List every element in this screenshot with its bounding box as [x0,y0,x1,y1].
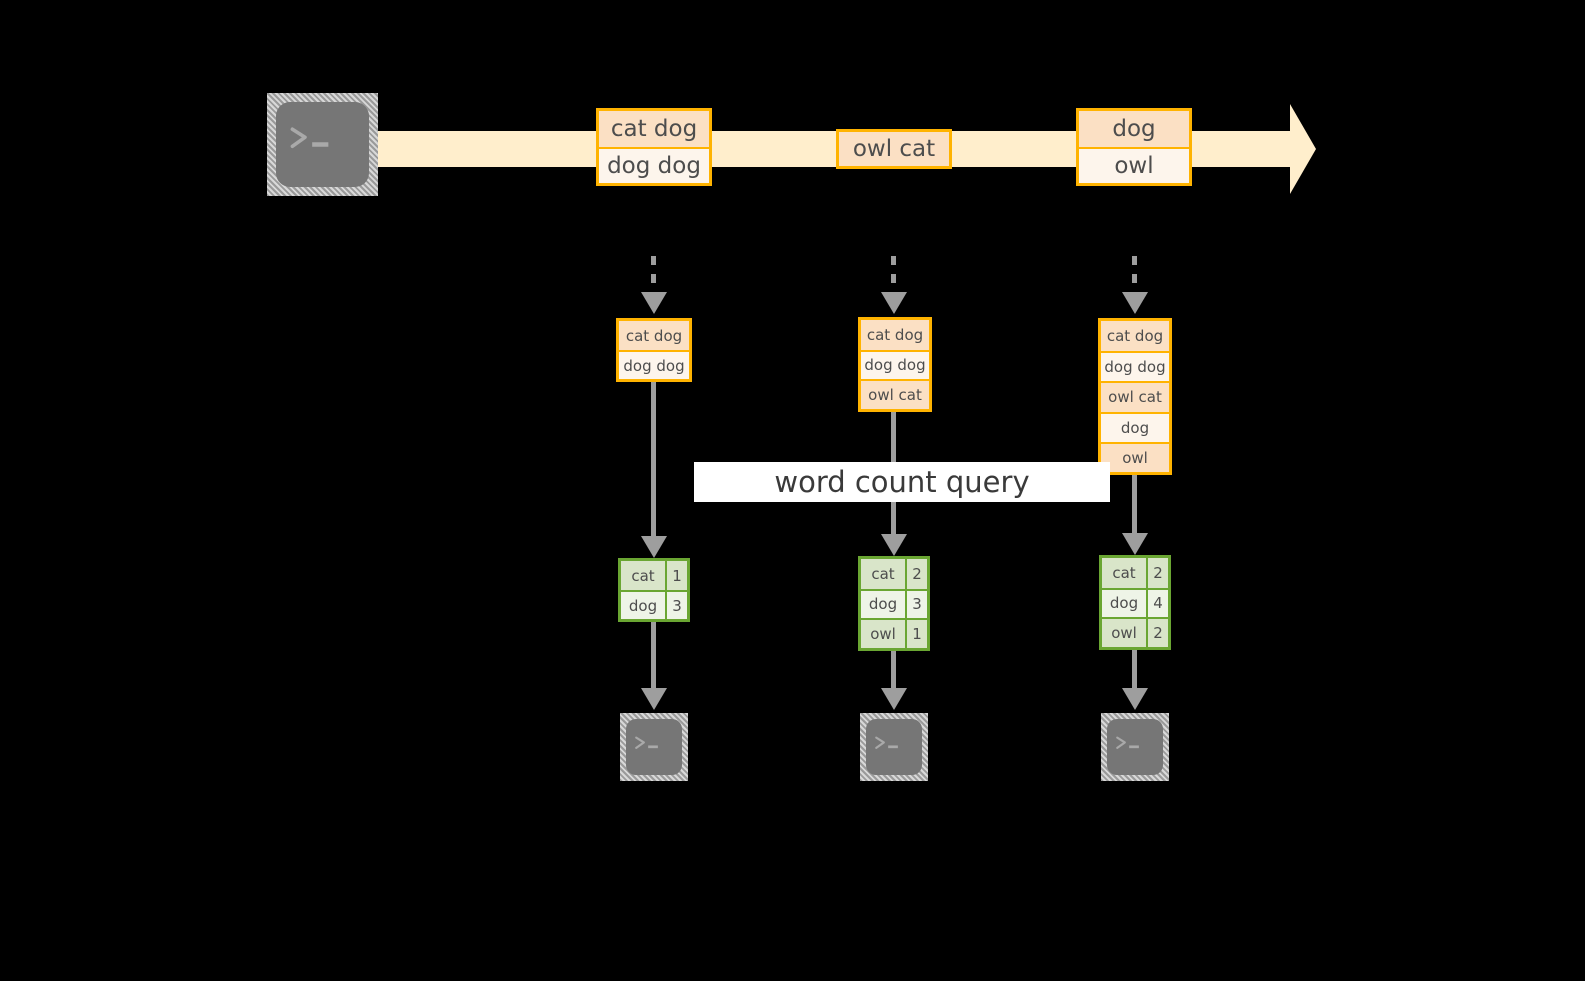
snapshot-input-table-2: cat dog dog dog owl cat [858,317,932,412]
sink-connector-line-2 [891,651,896,690]
query-label: word count query [694,462,1110,502]
sink-terminal-icon-1[interactable] [620,713,688,781]
result-count: 3 [905,590,927,619]
snapshot-tap-arrowhead-2 [881,292,907,314]
snapshot-tap-line-3 [1132,256,1137,294]
terminal-body [1107,719,1163,775]
query-connector-arrowhead-1 [641,536,667,558]
result-count: 1 [905,620,927,648]
result-word: dog [621,592,665,619]
sink-connector-line-3 [1132,650,1137,690]
result-row: cat 2 [1102,558,1168,588]
result-count: 4 [1146,589,1168,618]
query-connector-arrowhead-3 [1122,533,1148,555]
input-row: owl cat [861,379,929,409]
result-row: cat 1 [621,561,687,590]
result-row: cat 2 [861,559,927,589]
input-row: cat dog [861,320,929,350]
input-row: owl cat [1101,381,1169,412]
input-row: cat dog [1101,321,1169,352]
result-count: 2 [905,559,927,589]
sink-connector-arrowhead-1 [641,688,667,710]
stream-record-line: cat dog [599,111,709,147]
result-row: dog 4 [1102,587,1168,618]
query-connector-line-3 [1132,475,1137,535]
input-row: cat dog [619,321,689,350]
snapshot-result-table-3: cat 2 dog 4 owl 2 [1099,555,1171,650]
query-connector-line-1 [651,382,656,538]
input-row: dog [1101,411,1169,442]
snapshot-result-table-2: cat 2 dog 3 owl 1 [858,556,930,651]
snapshot-tap-line-1 [651,256,656,294]
terminal-prompt-glyph [874,736,898,750]
sink-terminal-icon-3[interactable] [1101,713,1169,781]
stream-record-line: owl cat [839,132,949,166]
result-count: 2 [1146,619,1168,647]
result-word: owl [861,620,905,648]
snapshot-result-table-1: cat 1 dog 3 [618,558,690,622]
snapshot-tap-arrowhead-3 [1122,292,1148,314]
input-row: dog dog [1101,351,1169,382]
result-row: owl 1 [861,618,927,648]
result-word: cat [621,561,665,590]
result-word: cat [861,559,905,589]
stream-record-2: owl cat [836,129,952,169]
result-count: 2 [1146,558,1168,588]
snapshot-tap-arrowhead-1 [641,292,667,314]
snapshot-tap-line-2 [891,256,896,294]
query-connector-arrowhead-2 [881,534,907,556]
stream-record-line: dog [1079,111,1189,147]
snapshot-input-table-1: cat dog dog dog [616,318,692,382]
result-count: 3 [665,592,687,619]
result-row: owl 2 [1102,617,1168,647]
input-row: owl [1101,441,1169,472]
result-word: cat [1102,558,1146,588]
terminal-body [626,719,682,775]
terminal-body [276,102,369,187]
terminal-prompt-glyph [1115,736,1139,750]
stream-arrow-head [1290,104,1316,194]
input-row: dog dog [861,349,929,380]
stream-record-3: dog owl [1076,108,1192,186]
result-word: dog [861,590,905,619]
terminal-body [866,719,922,775]
result-word: dog [1102,589,1146,618]
sink-terminal-icon-2[interactable] [860,713,928,781]
terminal-prompt-glyph [634,736,658,750]
result-row: dog 3 [861,588,927,619]
result-row: dog 3 [621,590,687,619]
source-terminal-icon[interactable] [267,93,378,196]
sink-connector-arrowhead-3 [1122,688,1148,710]
stream-record-line: owl [1079,147,1189,183]
input-row: dog dog [619,350,689,379]
sink-connector-arrowhead-2 [881,688,907,710]
sink-connector-line-1 [651,622,656,690]
result-count: 1 [665,561,687,590]
result-word: owl [1102,619,1146,647]
terminal-prompt-glyph [290,127,329,149]
snapshot-input-table-3: cat dog dog dog owl cat dog owl [1098,318,1172,475]
stream-record-1: cat dog dog dog [596,108,712,186]
stream-record-line: dog dog [599,147,709,183]
